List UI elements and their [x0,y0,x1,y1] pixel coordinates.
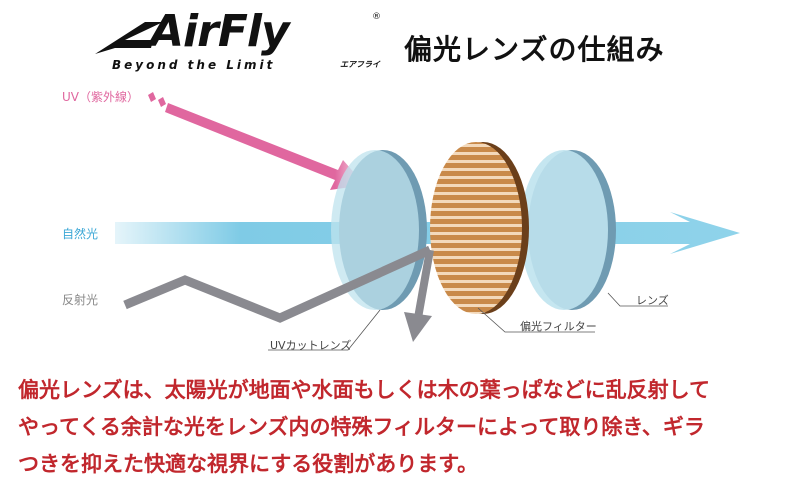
description-line: つきを抑えた快適な視界にする役割があります。 [18,452,479,476]
description-line: 偏光レンズは、太陽光が地面や水面もしくは木の葉っぱなどに乱反射して [18,378,710,402]
polarizing-filter-label: 偏光フィルター [520,320,597,333]
natural-light-label: 自然光 [62,227,99,241]
leader-lines [268,292,668,351]
uv-cut-lens [331,150,427,310]
lens-label: レンズ [636,294,669,307]
description: 偏光レンズは、太陽光が地面や水面もしくは木の葉っぱなどに乱反射して やってくる余… [18,372,798,483]
logo-swoosh-icon [95,22,163,54]
logo-kana: エアフライ [340,60,380,69]
logo-wordmark: AirFly [150,6,290,57]
right-lens [520,150,616,310]
reflected-light-arrow [123,245,434,342]
page-title: 偏光レンズの仕組み [404,33,665,66]
polarizing-filter [430,142,529,314]
uv-label: UV（紫外線） [62,90,139,104]
uv-arrow [148,92,365,190]
description-line: やってくる余計な光をレンズ内の特殊フィルターによって取り除き、ギラ [18,415,705,439]
uv-cut-lens-label: UVカットレンズ [270,339,352,352]
reflected-light-label: 反射光 [62,293,99,307]
polarized-lens-diagram [115,92,740,351]
logo-tagline: Beyond the Limit [112,58,276,72]
logo-registered: ® [372,12,381,22]
